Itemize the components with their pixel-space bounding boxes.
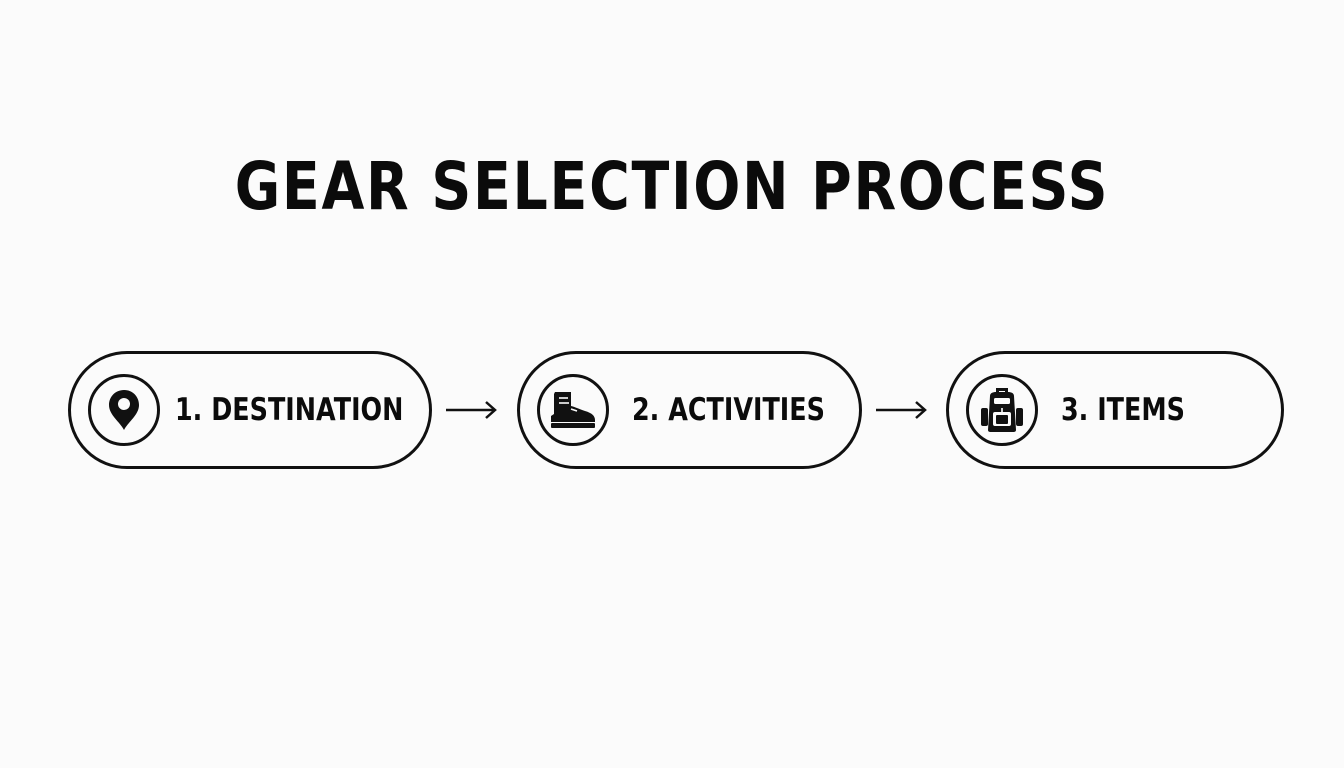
page-title: GEAR SELECTION PROCESS bbox=[234, 148, 1110, 225]
hiking-boot-icon bbox=[537, 374, 609, 446]
arrow-icon bbox=[876, 401, 927, 419]
map-pin-icon bbox=[88, 374, 160, 446]
step-items[interactable]: 3. ITEMS bbox=[946, 351, 1284, 469]
step-destination[interactable]: 1. DESTINATION bbox=[68, 351, 432, 469]
step-label-items: 3. ITEMS bbox=[1061, 392, 1185, 428]
step-label-activities: 2. ACTIVITIES bbox=[632, 392, 825, 428]
step-label-destination: 1. DESTINATION bbox=[175, 392, 404, 428]
step-activities[interactable]: 2. ACTIVITIES bbox=[517, 351, 862, 469]
arrow-icon bbox=[446, 401, 497, 419]
backpack-icon bbox=[966, 374, 1038, 446]
